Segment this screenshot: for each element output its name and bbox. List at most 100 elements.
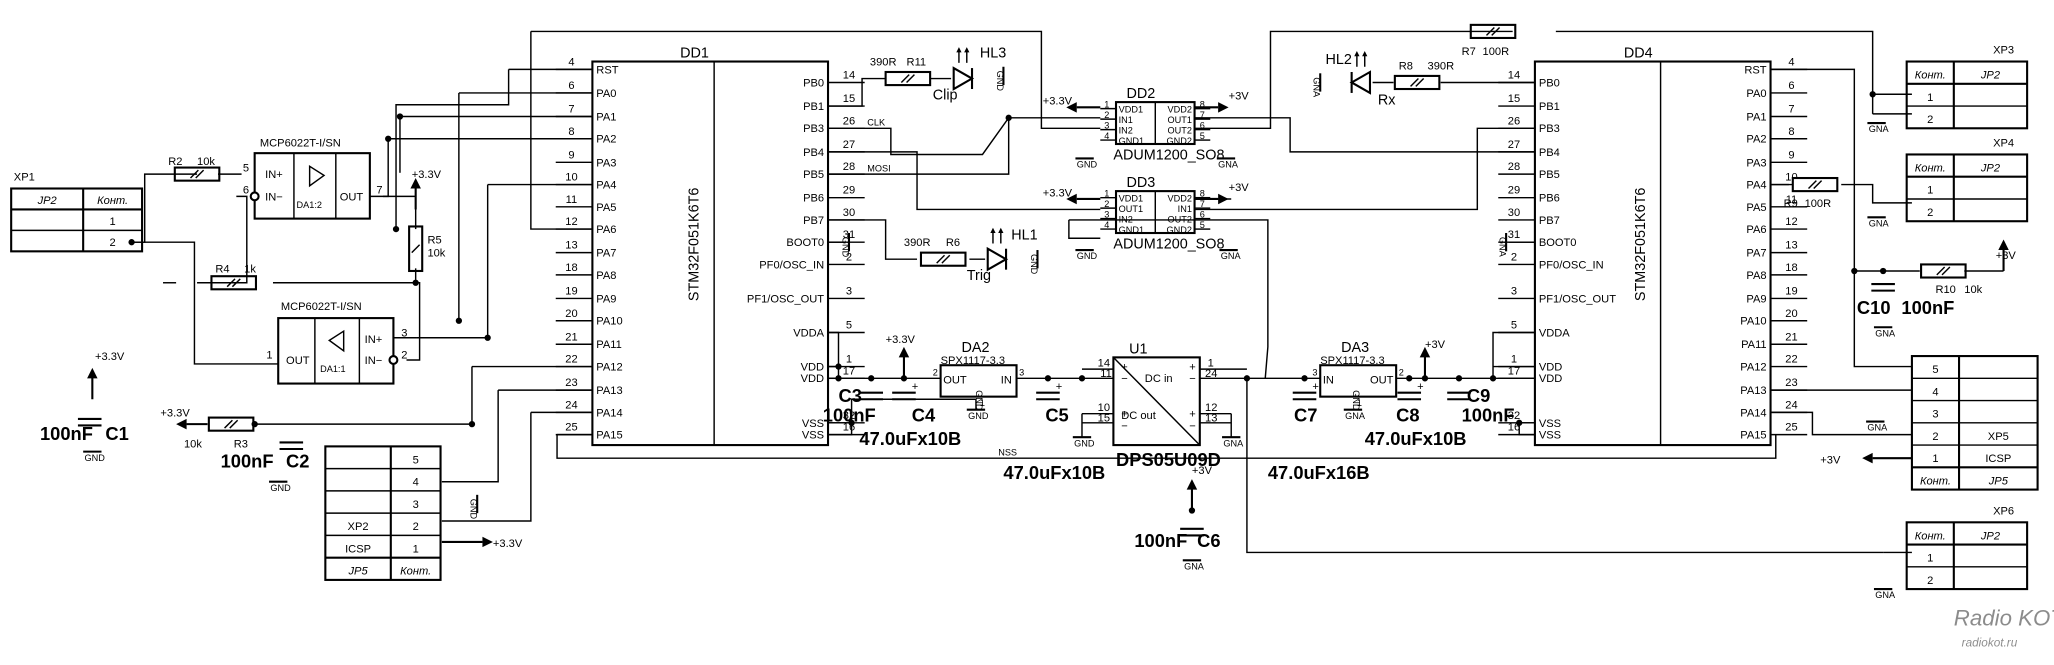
regulator-da2-gnd: GND [974,390,984,411]
power-arrow-icon: +3.3V [1043,96,1101,113]
dcdc-pin-14: 14 [1098,358,1110,370]
connector-cell: 2 [413,521,419,533]
isolator-pin-name: OUT2 [1168,126,1192,136]
isolator-pin-name: IN1 [1178,204,1192,214]
junction-dots [128,91,1887,514]
dcdc-u1: U1 DC in DC out +− +− +− +− 14 11 1 24 1… [1081,341,1247,470]
svg-text:IN−: IN− [365,355,383,367]
pin-name: PA10 [1740,316,1766,328]
pin-name: PA7 [1746,248,1766,260]
ground-icon: GNA [1867,216,1889,228]
pin-number: 30 [1508,207,1520,219]
svg-text:−: − [1189,373,1196,385]
ground-label: GNA [1875,590,1896,600]
wires [131,30,2004,554]
ground-label: GND [1077,251,1098,261]
junction-dot [1851,267,1858,275]
capacitor-c2: C2 100nF [221,441,309,471]
regulator-da2-ref: DA2 [962,340,990,356]
power-label: +3V [1229,182,1250,194]
isolator-pin-name: VDD1 [1119,194,1143,204]
connector-cell: Конт. [1915,70,1946,82]
capacitor-ref: C9 [1467,385,1490,406]
resistor-ref: R6 [946,237,960,249]
svg-text:OUT: OUT [340,191,364,203]
ground-icon: GNA [1873,588,1896,600]
isolator-pin-number: 7 [1200,110,1205,120]
light-arrow-icon [1354,51,1360,57]
dcdc-u1-dcout: DC out [1121,410,1156,422]
pin-name: PA4 [596,180,616,192]
pin-number: 25 [565,422,577,434]
led-label: Clip [933,87,958,103]
connector-cell: JP2 [1980,530,2001,542]
pin-number: 5 [1511,320,1517,332]
ground-label: GND [995,71,1005,92]
pin-name: PB6 [1539,193,1560,205]
svg-text:+: + [1121,409,1128,421]
light-arrow-icon [964,47,970,53]
opamp-da1-1-part: MCP6022T-I/SN [281,301,362,313]
capacitor-value: 100nF [1901,297,1954,318]
pin-number: 11 [1786,194,1798,206]
isolator-pin-number: 3 [1104,120,1109,130]
isolator-ref: DD2 [1126,86,1155,102]
pin-name: PA9 [1746,293,1766,305]
isolator-part: ADUM1200_SO8 [1113,237,1224,253]
pin-number: 9 [568,149,574,161]
pin-name: VSS [1539,418,1561,430]
pin-number: 14 [1508,70,1520,82]
ground-label: GND [1029,254,1039,275]
light-arrow-icon [1362,51,1368,57]
regulator-da3-out: OUT [1370,375,1394,387]
dcdc-pin-24: 24 [1205,368,1217,380]
connector-cell: 2 [110,237,116,249]
power-arrow-icon: +3V [1186,465,1213,511]
pin-name: VSS [802,430,824,442]
pin-name: PA12 [1740,361,1766,373]
svg-text:5: 5 [243,162,249,174]
mcu-dd1-part: STM32F051K6T6 [686,188,702,301]
connector-cell: 2 [1932,431,1938,443]
connector-cell: Конт. [400,566,431,578]
pin-number: 10 [565,172,577,184]
led-ref: HL3 [980,46,1006,62]
ground-label: GNA [1498,237,1508,258]
capacitor-ref: C10 [1857,297,1891,318]
capacitor-ref: C7 [1294,405,1317,426]
capacitor-value: 47.0uFx10B [1365,428,1467,449]
pin-name: VDD [801,373,824,385]
pin-number: 9 [1788,149,1794,161]
resistor-ref: R11 [907,56,927,68]
capacitor-ref: C2 [286,450,309,471]
pin-number: 6 [568,80,574,92]
pin-name: PB7 [1539,215,1560,227]
opamp-da1-1-unit: DA1:1 [320,364,345,374]
isolator-pin-name: GND1 [1119,136,1144,146]
connector-cell: 2 [1927,114,1933,126]
pin-name: PA8 [1746,270,1766,282]
connector-cell: JP2 [1980,162,2001,174]
power-arrow-icon: +3V [1996,239,2016,271]
resistor-ref: R3 [234,439,248,451]
connector-cell: 1 [1927,553,1933,565]
ground-icon: GNA [1312,73,1322,98]
net-nss: NSS [998,448,1017,458]
connector-cell: JP5 [347,566,368,578]
pin-name: PA2 [596,134,616,146]
pin-name: PA7 [596,248,616,260]
ground-icon: GND [1075,248,1098,261]
opamp-da1-2-body [253,152,371,220]
junction-dot [484,334,491,341]
svg-text:−: − [1189,420,1196,432]
regulator-da2: DA2 SPX1117-3.3 OUT GND IN 2 1 3 [933,340,1024,411]
pin-number: 2 [1511,252,1517,264]
svg-text:+: + [1121,361,1128,373]
svg-text:+: + [1189,361,1196,373]
capacitor-value: 100nF [221,450,274,471]
power-label: +3.3V [95,351,125,363]
